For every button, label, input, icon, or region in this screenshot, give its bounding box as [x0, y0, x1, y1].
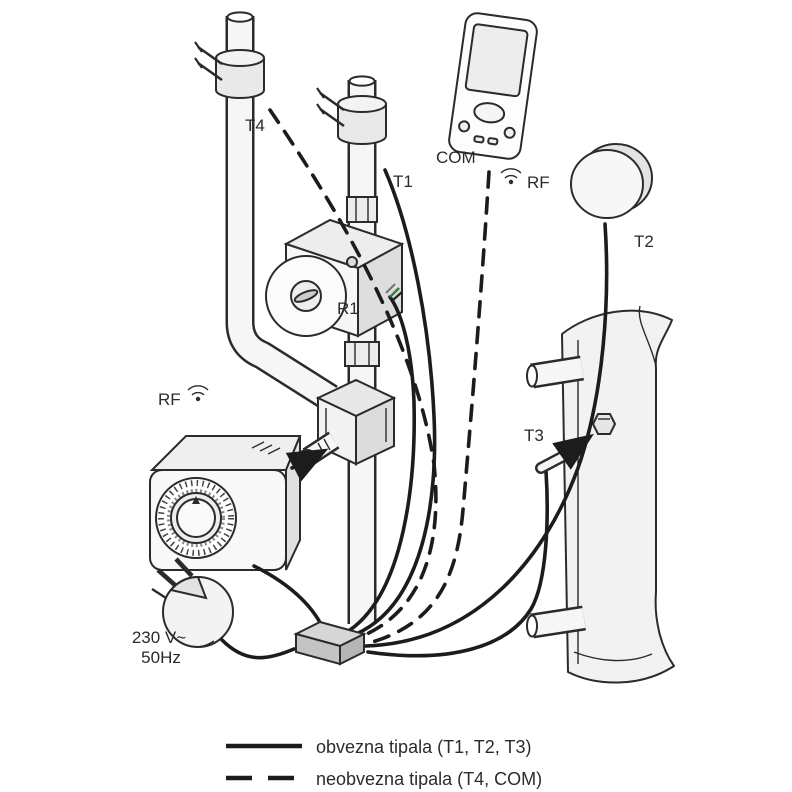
cable-pump-r1: [348, 295, 417, 632]
legend-dashed-label: neobvezna tipala (T4, COM): [316, 769, 542, 789]
label-power-voltage: 230 V~: [132, 628, 186, 647]
legend-solid-label: obvezna tipala (T1, T2, T3): [316, 737, 531, 757]
arrow-to-valve-icon: [285, 448, 329, 482]
dial-pointer: [192, 496, 200, 504]
power-plug: [151, 557, 234, 648]
label-r1: R1: [337, 299, 359, 318]
com-key: [487, 137, 499, 146]
cable-sensor-t3: [366, 469, 549, 658]
arrow-to-nut-icon: [552, 433, 594, 470]
clamp-screw: [319, 91, 345, 112]
rf-signal-icon: [187, 385, 209, 402]
t3-sensor: [535, 433, 594, 474]
earth-clip: [151, 587, 167, 600]
com-button-right: [503, 126, 516, 139]
actuator-dial: [155, 477, 237, 559]
label-com: COM: [436, 148, 476, 167]
label-t1: T1: [393, 172, 413, 191]
pipe-open-end: [348, 75, 376, 87]
cable-sensor-t1: [354, 168, 437, 636]
pipe-clamp-t4: [194, 41, 265, 99]
sensor-nut: [591, 413, 617, 435]
pipe-coupling-lower: [344, 341, 380, 367]
pipe-open-end: [226, 11, 254, 23]
clamp-screw: [197, 45, 223, 66]
radiator-stub-upper: [526, 355, 584, 389]
label-t3: T3: [524, 426, 544, 445]
pipe-clamp-t1: [316, 87, 387, 145]
label-rf-actuator: RF: [158, 390, 181, 409]
com-button-left: [458, 120, 471, 133]
label-power-freq: 50Hz: [141, 648, 181, 667]
cable-sensor-t4-optional: [268, 108, 438, 639]
plug-pin: [174, 557, 194, 578]
com-remote: [448, 12, 538, 160]
radiator-panel: [526, 305, 675, 684]
clamp-screw: [319, 107, 345, 128]
com-nav-button: [473, 102, 506, 124]
wire-strand-grey: [385, 283, 396, 294]
label-rf-com: RF: [527, 173, 550, 192]
label-t4: T4: [245, 116, 265, 135]
cable-com-optional: [367, 170, 491, 645]
t2-sensor-disc: [570, 143, 653, 219]
label-t2: T2: [634, 232, 654, 251]
dial-knurl: [166, 488, 226, 548]
plug-pin: [156, 568, 178, 588]
wire-strand-black: [392, 291, 403, 301]
pump-screw-slot: [293, 289, 319, 303]
cable-power: [220, 638, 296, 660]
junction-box: [293, 620, 367, 666]
com-screen: [464, 23, 529, 98]
left-pipe: [225, 11, 338, 411]
wire-strand-green: [389, 287, 400, 298]
actuator: [149, 435, 302, 571]
clamp-screw: [197, 61, 223, 82]
rf-signal-icon: [500, 168, 522, 185]
pump-bolt: [346, 256, 358, 268]
legend: obvezna tipala (T1, T2, T3) neobvezna ti…: [226, 737, 542, 789]
radiator-stub-lower: [526, 605, 586, 639]
com-key: [473, 135, 485, 144]
dial-scale-ticks: [158, 480, 234, 556]
pump: [265, 218, 405, 338]
pipe-coupling-upper: [346, 196, 378, 223]
